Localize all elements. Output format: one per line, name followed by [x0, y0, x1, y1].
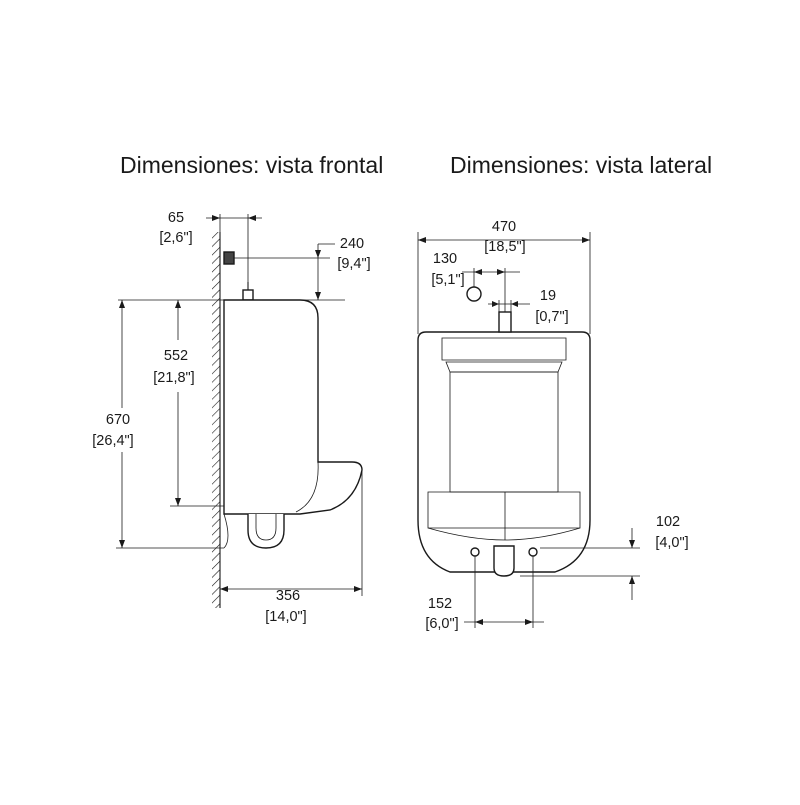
pipe-circle — [466, 286, 482, 302]
bolt-left — [470, 547, 480, 557]
dim-240-inch-label: [9,4"] — [337, 256, 370, 272]
dim-552-inch-label: [21,8"] — [153, 370, 194, 386]
dim-130-label: 130 — [433, 251, 457, 267]
dim-102-label: 102 — [656, 514, 680, 530]
dim-470-inch-label: [18,5"] — [484, 239, 525, 255]
front-trap — [247, 514, 285, 549]
bolt-right — [528, 547, 538, 557]
side-drain — [493, 545, 515, 577]
dim-670-inch-label: [26,4"] — [92, 433, 133, 449]
side-view-title: Dimensiones: vista lateral — [450, 152, 712, 178]
side-urinal-body — [417, 331, 591, 573]
dim-102-inch-label: [4,0"] — [655, 535, 688, 551]
dim-470-label: 470 — [492, 219, 516, 235]
dim-356-inch-label: [14,0"] — [265, 609, 306, 625]
dim-552-label: 552 — [164, 348, 188, 364]
side-view: 470 [18,5"] 130 [5,1"] 19 [0,7"] 102 [4,… — [417, 219, 689, 632]
dim-356-label: 356 — [276, 588, 300, 604]
wall-hatch — [212, 232, 220, 608]
top-spud — [242, 289, 254, 301]
side-top-spud — [498, 311, 512, 333]
inlet-connector — [223, 251, 235, 265]
front-view: 65 [2,6"] 240 [9,4"] 552 [21,8"] 670 [26… — [92, 210, 370, 625]
dim-152-inch-label: [6,0"] — [425, 616, 458, 632]
dim-65-inch-label: [2,6"] — [159, 230, 192, 246]
front-wall-bracket — [223, 513, 229, 549]
dim-152-label: 152 — [428, 596, 452, 612]
front-urinal-body — [223, 299, 363, 515]
dim-130-inch-label: [5,1"] — [431, 272, 464, 288]
dim-19-label: 19 — [540, 288, 556, 304]
dim-19-inch-label: [0,7"] — [535, 309, 568, 325]
dim-65-label: 65 — [168, 210, 184, 226]
dim-670-label: 670 — [106, 412, 130, 428]
front-view-title: Dimensiones: vista frontal — [120, 152, 383, 178]
front-lip-curve — [295, 461, 319, 513]
front-trap-inner — [255, 514, 277, 541]
dim-240-label: 240 — [340, 236, 364, 252]
